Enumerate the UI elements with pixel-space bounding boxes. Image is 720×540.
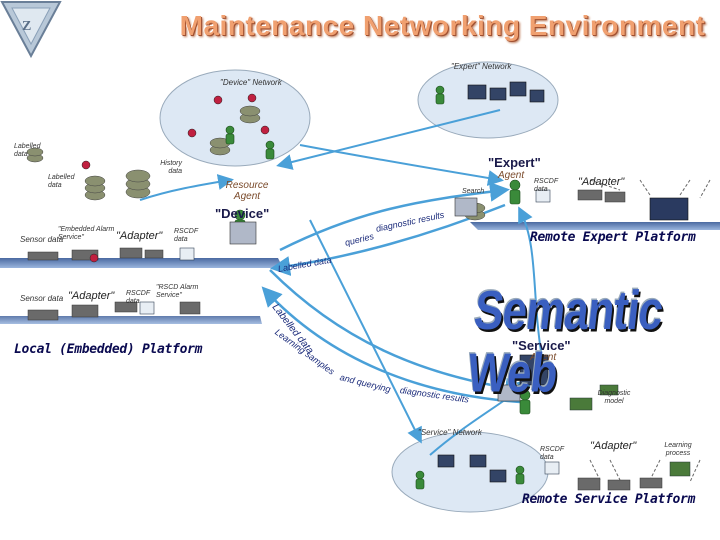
- device-icon: [27, 189, 663, 491]
- flow-arrow: [279, 181, 510, 252]
- flow-arrow: [261, 286, 521, 404]
- adapter-label: "Adapter": [578, 176, 625, 188]
- screen-icon: [437, 81, 689, 483]
- data-stack-icon: [26, 105, 486, 221]
- local-platform-band: [0, 258, 283, 268]
- expert-platform-band: [470, 222, 720, 230]
- expert-agent-label: "Expert": [488, 155, 541, 170]
- sensor-data-label: Sensor data: [20, 294, 64, 303]
- rscdf-data-label: RSCDF data: [540, 446, 564, 461]
- history-data-label: History data: [160, 160, 182, 175]
- flow-arrow: [309, 219, 422, 444]
- remote-service-platform-label: Remote Service Platform: [522, 492, 696, 507]
- adapter-label: "Adapter": [590, 440, 637, 452]
- status-dot: [81, 93, 270, 263]
- service-agent-label: "Service": [512, 338, 571, 353]
- device-agent-label: "Device": [215, 206, 270, 221]
- search-label: Search: [462, 188, 485, 195]
- service-network-label: "Service" Network: [418, 428, 482, 437]
- remote-expert-platform-label: Remote Expert Platform: [530, 230, 696, 245]
- diagnostic-model-label: Diagnostic model: [597, 390, 631, 405]
- svg-text:Z: Z: [22, 19, 31, 34]
- adapter-label: "Adapter": [68, 290, 115, 302]
- flow-arrow: [299, 144, 504, 186]
- book-icon-3: [497, 384, 521, 402]
- flow-arrow: [518, 206, 546, 376]
- adapter-label: "Adapter": [116, 230, 163, 242]
- page-title: Maintenance Networking Environment: [179, 10, 706, 41]
- flow-arrow: [139, 174, 234, 201]
- flow-arrow: [269, 269, 525, 398]
- expert-cloud: [417, 61, 559, 139]
- book-icon-2: [229, 221, 257, 245]
- logo: Z: [0, 1, 62, 58]
- rscdf-data-label: RSCDF data: [126, 290, 150, 305]
- labelled-data-label: Labelled data: [14, 143, 41, 158]
- labelled-data-label: Labelled data: [48, 174, 75, 189]
- service-agent-sub: Agent: [530, 352, 557, 363]
- document-icon: [139, 189, 560, 475]
- flow-arrow: [276, 109, 501, 170]
- sensor-data-label: Sensor data: [20, 235, 64, 244]
- book-icon: [454, 197, 478, 217]
- local-platform-label: Local (Embedded) Platform: [14, 342, 203, 357]
- rscdf-data-label: RSCDF data: [174, 228, 198, 243]
- flow-arrow: [429, 377, 533, 456]
- rscdf-data-label: RSCDF data: [534, 178, 558, 193]
- resource-agent-label: Resource Agent: [225, 180, 269, 202]
- expert-agent-sub: Agent: [498, 170, 525, 181]
- rscd-alarm-label: "RSCD Alarm Service": [156, 284, 199, 299]
- embedded-alarm-label: "Embedded Alarm Service": [58, 226, 115, 241]
- expert-network-label: "Expert" Network: [451, 62, 512, 71]
- circuit-board-icon: [569, 384, 691, 477]
- learning-process-label: Learning process: [664, 442, 692, 457]
- semantic-web-title: Semantic Web: [464, 280, 666, 404]
- device-network-label: "Device" Network: [220, 78, 282, 87]
- local-platform-band-2: [0, 316, 262, 324]
